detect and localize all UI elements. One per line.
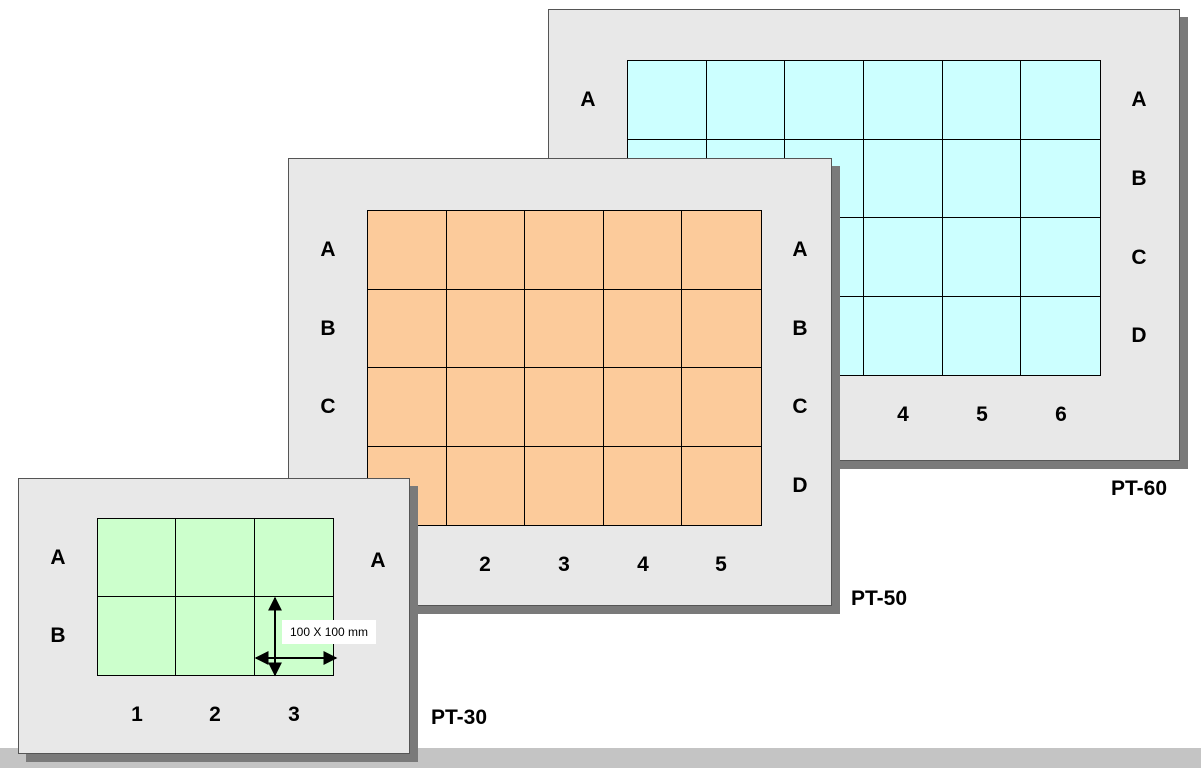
pt60-grid-cell <box>785 61 864 140</box>
cell-size-note: 100 X 100 mm <box>282 620 377 644</box>
pt50-left-row-label: A <box>320 238 336 261</box>
pt60-right-row-label: C <box>1131 246 1147 269</box>
pt60-column-label: 4 <box>897 403 909 426</box>
pt60-grid-cell <box>942 218 1022 297</box>
pt50-grid-cell <box>525 289 604 368</box>
pt30-grid-cell <box>176 597 255 675</box>
pt50-grid-cell <box>446 289 526 368</box>
pt50-grid-cell <box>446 368 526 447</box>
pt50-grid-cell <box>603 211 683 290</box>
pt60-grid-cell <box>942 61 1022 140</box>
pt50-grid-cell <box>447 446 526 525</box>
pt50-grid-cell <box>446 211 526 290</box>
pt30-grid-cell <box>176 519 255 597</box>
pt60-right-row-label: A <box>1131 88 1147 111</box>
pt50-column-label: 3 <box>558 553 570 576</box>
pt60-grid-cell <box>1021 297 1100 376</box>
pt60-grid-cell <box>1021 140 1100 218</box>
pt50-grid-cell <box>682 211 761 290</box>
pt50-right-row-label: C <box>792 395 808 418</box>
pt60-grid-cell <box>706 61 786 140</box>
pt50-right-row-label: D <box>792 474 808 497</box>
pt60-grid-cell <box>942 139 1022 218</box>
pt30-column-label: 1 <box>131 703 143 726</box>
pt60-grid-cell <box>943 296 1022 375</box>
pt50-column-label: 4 <box>637 553 649 576</box>
pt60-right-row-label: B <box>1131 167 1147 190</box>
pt50-grid-cell <box>368 289 447 368</box>
pt50-column-label: 5 <box>715 553 727 576</box>
pt60-grid-cell <box>1021 218 1100 297</box>
pt50-left-row-label: B <box>320 317 336 340</box>
pt30-left-row-label: A <box>50 546 66 569</box>
pt50-grid-cell <box>368 368 447 447</box>
pt50-model-label: PT-50 <box>851 587 908 610</box>
pt30-cell-grid <box>97 518 334 676</box>
pt50-grid-cell <box>682 290 761 368</box>
pt50-grid-cell <box>368 446 447 525</box>
pt60-right-row-label: D <box>1131 324 1147 347</box>
pt50-cell-grid <box>367 210 762 526</box>
pt50-grid-cell <box>682 447 761 526</box>
pt50-right-row-label: A <box>792 238 808 261</box>
pt50-left-row-label: C <box>320 395 336 418</box>
pt50-grid-cell <box>525 368 604 447</box>
pt60-column-label: 6 <box>1055 403 1067 426</box>
pt60-grid-cell <box>863 61 943 140</box>
pt50-grid-cell <box>603 289 683 368</box>
pt50-right-row-label: B <box>792 317 808 340</box>
pt60-grid-cell <box>863 218 943 297</box>
pt60-grid-cell <box>863 139 943 218</box>
pt30-right-row-label: A <box>370 549 386 572</box>
pt60-grid-cell <box>785 296 864 375</box>
pt60-grid-cell <box>864 296 943 375</box>
cell-dimension-arrows <box>254 596 338 677</box>
pt30-model-label: PT-30 <box>431 706 488 729</box>
pt30-column-label: 2 <box>209 703 221 726</box>
pt60-column-label: 5 <box>976 403 988 426</box>
pt30-grid-cell <box>98 597 177 675</box>
pt50-grid-cell <box>682 368 761 447</box>
pt60-grid-cell <box>1021 61 1100 140</box>
pt50-grid-cell <box>368 211 447 290</box>
pt50-grid-cell <box>603 368 683 447</box>
pt30-grid-cell <box>98 519 177 597</box>
pt60-left-row-label: A <box>580 88 596 111</box>
pt50-grid-cell <box>604 446 683 525</box>
pt30-left-row-label: B <box>50 624 66 647</box>
pt60-model-label: PT-60 <box>1111 477 1168 500</box>
pt60-grid-cell <box>628 61 707 140</box>
pt30-column-label: 3 <box>288 703 300 726</box>
pt30-grid-cell <box>254 519 333 597</box>
pt50-grid-cell <box>525 211 604 290</box>
pt50-grid-cell <box>525 446 604 525</box>
pt50-column-label: 2 <box>479 553 491 576</box>
